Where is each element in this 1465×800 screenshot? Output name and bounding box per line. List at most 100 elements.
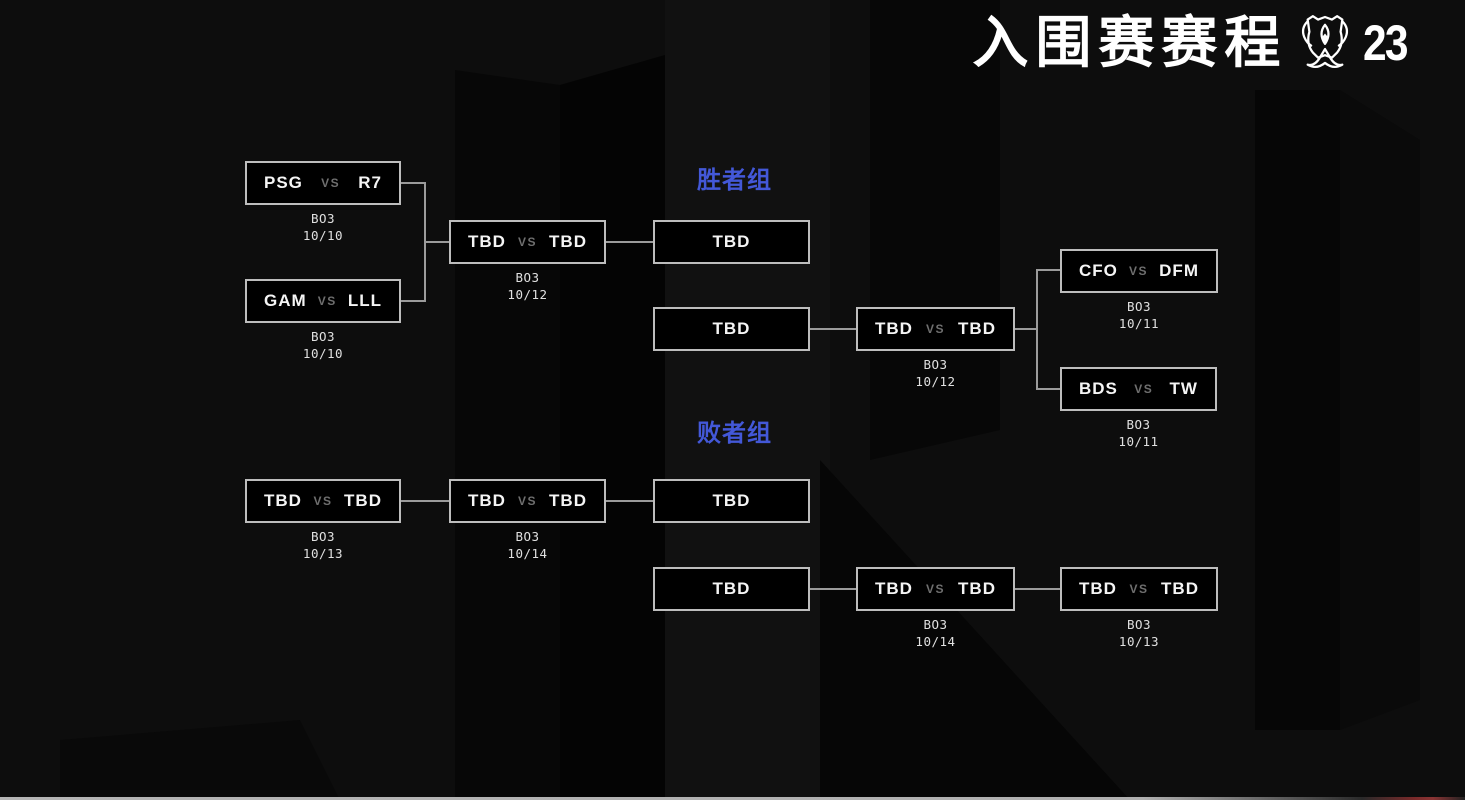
vs-label: VS (1129, 264, 1149, 278)
match-winners-r1-gam-lll: GAM VS LLL BO3 10/10 (245, 279, 401, 363)
vs-label: VS (321, 176, 341, 190)
team-name-left: TBD (875, 579, 913, 598)
match-format: BO3 (310, 211, 336, 226)
match-date: 10/12 (507, 286, 548, 302)
team-name-right: TBD (958, 319, 996, 338)
losers-group-label: 败者组 (697, 420, 772, 447)
match-format: BO3 (1126, 299, 1152, 314)
slot-box: TBD (653, 307, 810, 351)
team-name-left: TBD (468, 491, 506, 510)
match-box: TBD VS TBD (856, 307, 1015, 351)
team-name-left: BDS (1079, 379, 1118, 398)
page-title: 入围赛赛程 (972, 11, 1288, 74)
team-name-left: TBD (1079, 579, 1117, 598)
match-box: TBD VS TBD (449, 220, 606, 264)
slot-winners-qualified-bottom: TBD (653, 307, 810, 351)
match-box: TBD VS TBD (1060, 567, 1218, 611)
match-format: BO3 (923, 357, 948, 372)
team-name: TBD (712, 491, 751, 510)
team-name: TBD (712, 319, 751, 338)
match-date: 10/14 (507, 545, 548, 561)
match-meta: BO3 10/13 (1060, 617, 1218, 651)
team-name-right: TBD (549, 491, 587, 510)
match-winners-r1-cfo-dfm: CFO VS DFM BO3 10/11 (1060, 249, 1218, 333)
match-box: CFO VS DFM (1060, 249, 1218, 293)
match-winners-semi-left: TBD VS TBD BO3 10/12 (449, 220, 606, 304)
match-date: 10/11 (1118, 315, 1160, 331)
team-name-right: DFM (1159, 261, 1199, 280)
match-format: BO3 (310, 329, 336, 344)
match-winners-r1-bds-tw: BDS VS TW BO3 10/11 (1060, 367, 1217, 451)
match-losers-r1-left: TBD VS TBD BO3 10/13 (245, 479, 401, 563)
match-meta: BO3 10/11 (1060, 417, 1217, 451)
year-label: 23 (1363, 15, 1409, 71)
match-meta: BO3 10/12 (449, 270, 606, 304)
team-name-right: TW (1169, 379, 1198, 398)
match-date: 10/10 (302, 227, 344, 243)
team-name: TBD (712, 232, 751, 251)
match-box: PSG VS R7 (245, 161, 401, 205)
match-losers-r2-left: TBD VS TBD BO3 10/14 (449, 479, 606, 563)
team-name-right: TBD (344, 491, 382, 510)
match-meta: BO3 10/14 (856, 617, 1015, 651)
team-name-left: TBD (468, 232, 506, 251)
match-format: BO3 (1126, 417, 1151, 432)
header: 入围赛赛程 23 (972, 14, 1415, 72)
team-name: TBD (712, 579, 751, 598)
slot-box: TBD (653, 567, 810, 611)
match-winners-r1-psg-r7: PSG VS R7 BO3 10/10 (245, 161, 401, 245)
match-format: BO3 (1126, 617, 1152, 632)
slot-box: TBD (653, 220, 810, 264)
match-winners-semi-right: TBD VS TBD BO3 10/12 (856, 307, 1015, 391)
team-name-left: CFO (1079, 261, 1118, 280)
match-losers-r2-right: TBD VS TBD BO3 10/14 (856, 567, 1015, 651)
slot-box: TBD (653, 479, 810, 523)
match-meta: BO3 10/12 (856, 357, 1015, 391)
team-name-left: GAM (264, 291, 307, 310)
match-meta: BO3 10/11 (1060, 299, 1218, 333)
vs-label: VS (517, 235, 537, 249)
team-name-left: TBD (875, 319, 913, 338)
match-date: 10/13 (1118, 633, 1160, 649)
vs-label: VS (317, 294, 337, 308)
match-box: TBD VS TBD (856, 567, 1015, 611)
worlds-trophy-icon (1302, 15, 1349, 68)
vs-label: VS (1129, 582, 1149, 596)
match-format: BO3 (515, 270, 540, 285)
winners-group-label: 胜者组 (697, 167, 772, 194)
vs-label: VS (925, 582, 945, 596)
match-date: 10/14 (915, 633, 956, 649)
slot-losers-qualified-top: TBD (653, 479, 810, 523)
match-meta: BO3 10/13 (245, 529, 401, 563)
team-name-left: TBD (264, 491, 302, 510)
match-meta: BO3 10/10 (245, 211, 401, 245)
match-format: BO3 (310, 529, 336, 544)
vs-label: VS (517, 494, 537, 508)
vs-label: VS (313, 494, 333, 508)
match-date: 10/13 (302, 545, 344, 561)
match-format: BO3 (923, 617, 948, 632)
team-name-right: TBD (549, 232, 587, 251)
team-name-right: LLL (347, 291, 382, 310)
team-name-left: PSG (264, 173, 303, 192)
match-box: BDS VS TW (1060, 367, 1217, 411)
slot-losers-qualified-bottom: TBD (653, 567, 810, 611)
match-date: 10/11 (1118, 433, 1159, 449)
match-date: 10/12 (915, 373, 956, 389)
match-box: TBD VS TBD (449, 479, 606, 523)
team-name-right: R7 (358, 173, 382, 192)
match-meta: BO3 10/10 (245, 329, 401, 363)
vs-label: VS (925, 322, 945, 336)
match-date: 10/10 (302, 345, 344, 361)
match-format: BO3 (515, 529, 540, 544)
match-box: GAM VS LLL (245, 279, 401, 323)
bottom-edge-line (0, 797, 1465, 800)
match-losers-r1-right: TBD VS TBD BO3 10/13 (1060, 567, 1218, 651)
slot-winners-qualified-top: TBD (653, 220, 810, 264)
vs-label: VS (1134, 382, 1154, 396)
team-name-right: TBD (1161, 579, 1199, 598)
team-name-right: TBD (958, 579, 996, 598)
match-box: TBD VS TBD (245, 479, 401, 523)
